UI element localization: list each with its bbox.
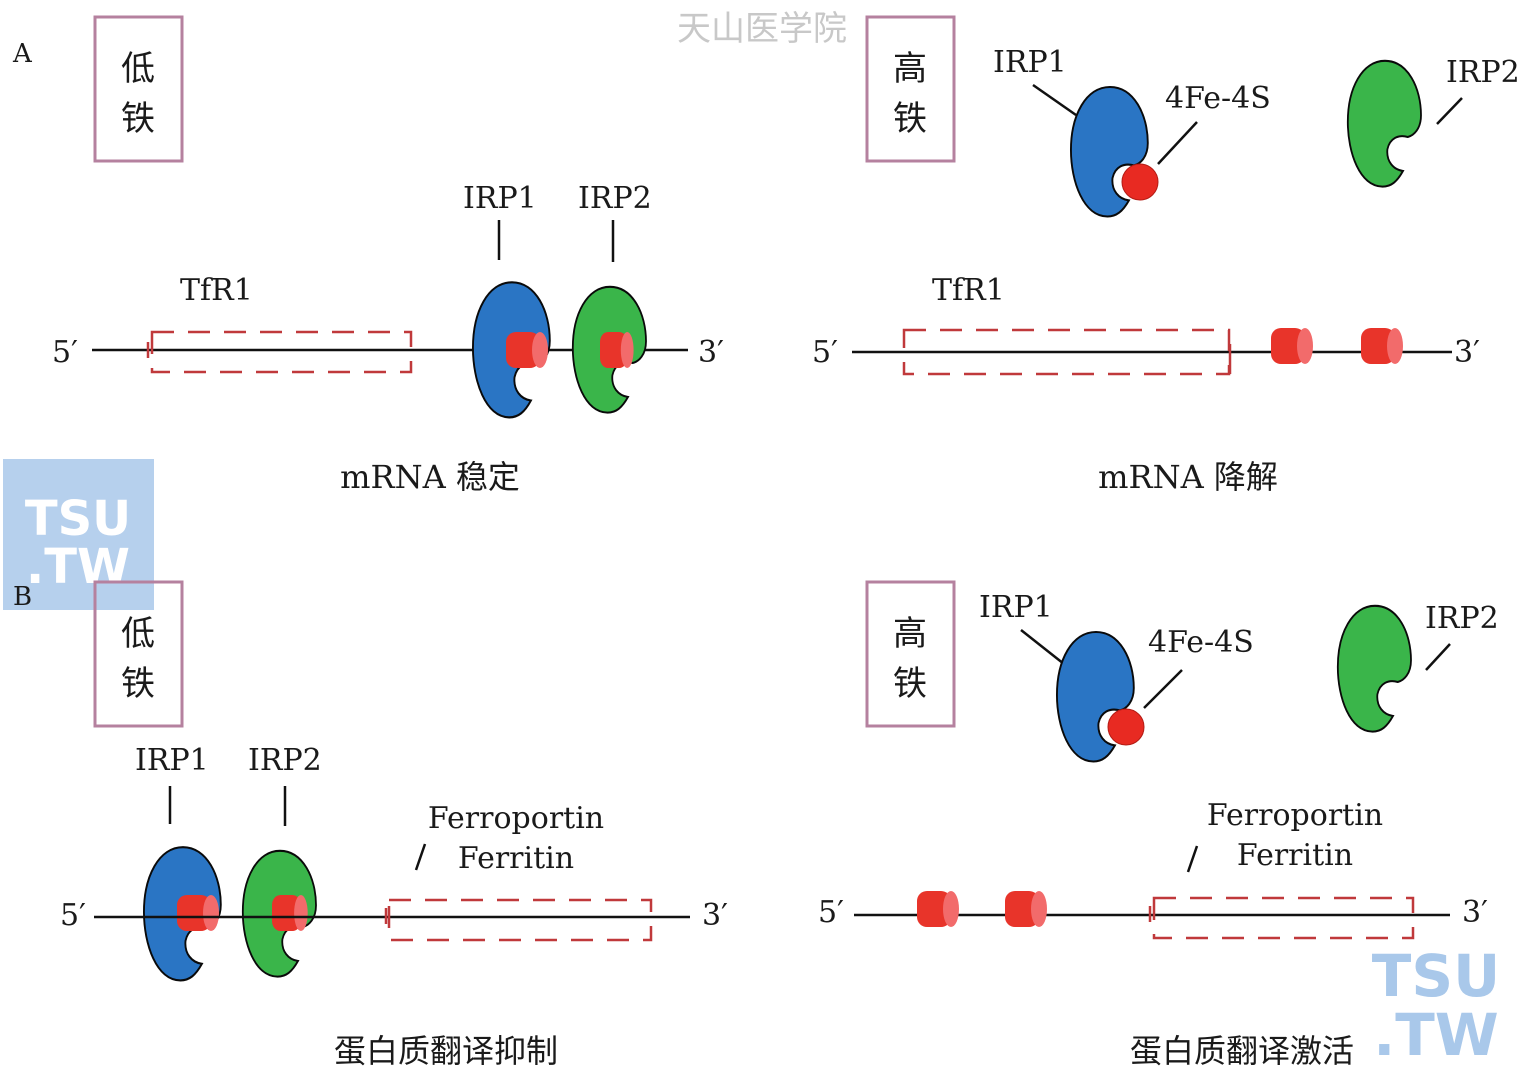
irp2-pointer: [1425, 643, 1451, 671]
gene-pointer: [1186, 845, 1199, 873]
panel-b-right: 高 铁 IRP1 4Fe-4S IRP2 Ferroportin Ferriti…: [818, 580, 1499, 1070]
panel-a-left: 低 铁 TfR1 5′ 3′ IRP1 IRP2 mRNA 稳定: [52, 15, 724, 496]
ire-cylinder: [506, 332, 548, 368]
irp2-label: IRP2: [578, 181, 652, 216]
high-iron-box: [865, 580, 956, 728]
ire-cylinder: [272, 895, 308, 931]
panel-a-label: A: [12, 39, 33, 69]
fe-s-pointer: [1157, 121, 1198, 165]
three-prime-label: 3′: [698, 335, 724, 370]
ire-cylinder: [600, 332, 634, 368]
high-iron-text-1: 高: [893, 49, 927, 89]
coding-region-box: [902, 328, 1231, 376]
irp1-label: IRP1: [135, 743, 209, 778]
five-prime-label: 5′: [812, 335, 838, 370]
irp1-label: IRP1: [463, 181, 537, 216]
low-iron-box: [93, 580, 184, 728]
watermark-tsu-br-line1: TSU: [1372, 942, 1500, 1010]
irp2-protein: [1336, 604, 1413, 733]
panel-b-left: 低 铁 IRP1 IRP2 Ferroportin Ferritin 5′ 3′…: [60, 580, 728, 1070]
five-prime-label: 5′: [52, 335, 78, 370]
panel-a-right: 高 铁 IRP1 4Fe-4S IRP2 TfR1 5′ 3′ mRNA 降解: [812, 15, 1520, 496]
caption-translation-activated: 蛋白质翻译激活: [1130, 1032, 1354, 1070]
watermark-tsu-line2: .TW: [26, 539, 130, 595]
caption-translation-repressed: 蛋白质翻译抑制: [334, 1032, 558, 1070]
coding-region-box: [387, 898, 653, 942]
low-iron-text-1: 低: [121, 49, 155, 89]
high-iron-box: [865, 15, 956, 163]
irp2-pointer: [1436, 97, 1463, 125]
high-iron-text-2: 铁: [893, 664, 927, 704]
fe-s-label: 4Fe-4S: [1165, 81, 1271, 116]
ire-cylinder: [917, 891, 959, 927]
five-prime-label: 5′: [818, 895, 844, 930]
ire-cylinder: [177, 895, 219, 931]
tsu-watermark-left: TSU .TW: [3, 459, 154, 610]
gene-label-ferritin: Ferritin: [458, 841, 574, 876]
fe-s-label: 4Fe-4S: [1148, 625, 1254, 660]
caption-mrna-stable: mRNA 稳定: [340, 458, 520, 496]
three-prime-label: 3′: [1454, 335, 1480, 370]
caption-mrna-degradation: mRNA 降解: [1098, 458, 1278, 496]
low-iron-text-2: 铁: [121, 664, 155, 704]
panel-b-label: B: [13, 582, 32, 612]
irp2-label: IRP2: [248, 743, 322, 778]
gene-label-ferritin: Ferritin: [1237, 838, 1353, 873]
three-prime-label: 3′: [1462, 895, 1488, 930]
gene-label-tfr1: TfR1: [932, 273, 1005, 308]
watermark-tsu-line1: TSU: [25, 491, 131, 547]
irp2-label: IRP2: [1446, 55, 1520, 90]
ire-cylinder: [1005, 891, 1047, 927]
tsu-watermark-right: TSU .TW: [1372, 942, 1500, 1069]
three-prime-label: 3′: [702, 898, 728, 933]
irp1-pointer: [1020, 629, 1065, 665]
irp1-label: IRP1: [979, 590, 1053, 625]
coding-region-box: [1152, 896, 1415, 940]
low-iron-text-1: 低: [121, 614, 155, 654]
irp2-label: IRP2: [1425, 601, 1499, 636]
low-iron-text-2: 铁: [121, 99, 155, 139]
coding-region-box: [150, 330, 413, 374]
irp2-protein: [1346, 59, 1423, 188]
fe-s-cluster: [1121, 163, 1159, 201]
gene-label-tfr1: TfR1: [180, 273, 253, 308]
watermark-square: [3, 459, 154, 610]
fe-s-cluster: [1107, 708, 1145, 746]
five-prime-label: 5′: [60, 898, 86, 933]
watermark-tsu-br-line2: .TW: [1373, 1001, 1499, 1069]
ire-cylinder: [1271, 328, 1313, 364]
ire-cylinder: [1361, 328, 1403, 364]
irp1-pointer: [1032, 83, 1077, 117]
low-iron-box: [93, 15, 184, 163]
gene-label-ferroportin: Ferroportin: [428, 801, 604, 836]
watermark-title: 天山医学院: [677, 9, 847, 49]
high-iron-text-2: 铁: [893, 99, 927, 139]
high-iron-text-1: 高: [893, 614, 927, 654]
fe-s-pointer: [1143, 669, 1183, 709]
irp1-label: IRP1: [993, 45, 1067, 80]
gene-pointer: [414, 843, 427, 871]
gene-label-ferroportin: Ferroportin: [1207, 798, 1383, 833]
